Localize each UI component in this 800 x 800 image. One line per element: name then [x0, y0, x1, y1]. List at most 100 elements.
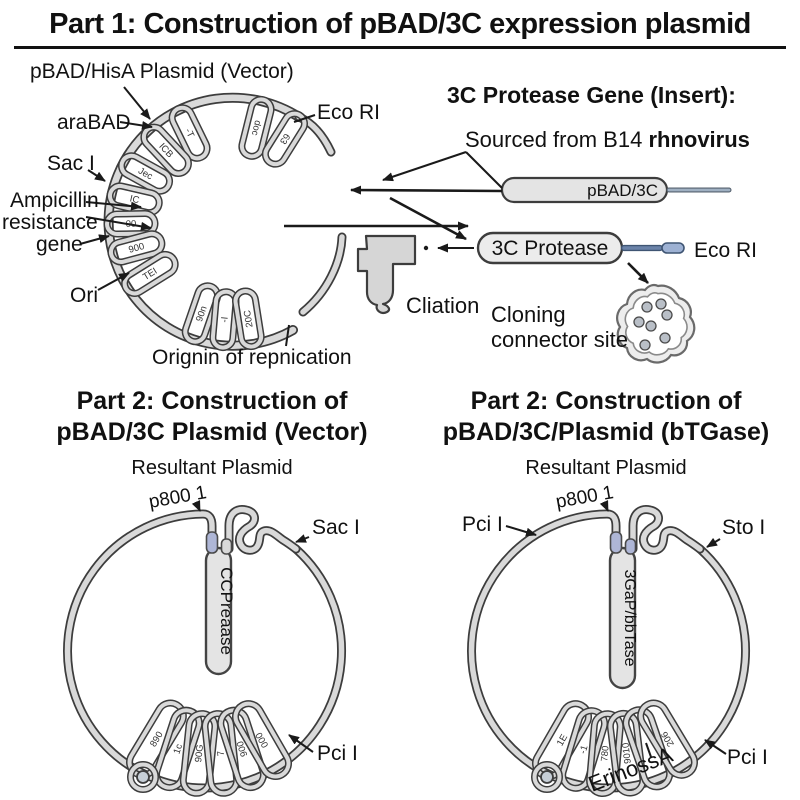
part1-plasmid-loop	[119, 153, 172, 194]
vector-plasmid-label: pBAD/HisA Plasmid (Vector)	[30, 60, 294, 83]
rod-tip	[661, 242, 685, 254]
blob-fragment-dot	[661, 309, 673, 321]
part1-plasmid-loop	[170, 105, 210, 161]
ecori-label-insert: Eco RI	[694, 239, 757, 262]
sto1-arrow	[706, 537, 721, 548]
part1-plasmid-loop	[108, 231, 164, 265]
ampicillin-label-line2: resistance	[2, 211, 98, 234]
part1-plasmid-loop-code: IC	[129, 193, 141, 206]
part2-left-plasmid-loop-code: 90G	[193, 744, 206, 763]
part1-title: Part 1: Construction of pBAD/3C expressi…	[14, 8, 786, 49]
part2-left-plasmid-insert-capsule	[204, 546, 233, 676]
insert-capsule-text-left: CCPreaase	[217, 567, 236, 655]
part2-left-plasmid-loop	[233, 701, 291, 779]
part2-left-heading: Part 2: Construction of pBAD/3C Plasmid …	[18, 386, 406, 481]
part1-plasmid-loop-code: doc	[249, 119, 263, 137]
ecori-label-part1: Eco RI	[317, 101, 380, 124]
sac1-label-part2: Sac I	[312, 516, 360, 539]
part2-right-heading-line1: Part 2: Construction of	[470, 387, 742, 415]
part2-left-plasmid-site-loop	[226, 506, 299, 553]
sto1-label: Sto I	[722, 516, 765, 539]
part1-plasmid-loop	[239, 97, 274, 159]
pci1-label-right-bottom: Pci I	[727, 746, 768, 769]
part2-left-plasmid-connector-nub	[205, 531, 219, 554]
sac1-arrow	[87, 169, 106, 182]
blob-fragment-dot	[659, 332, 671, 344]
insert-source-label: Sourced from B14 rhnovirus	[465, 127, 750, 152]
diagram-shapes: doc63-TICBJecIC00900TEI90n-I20C8901c90G7…	[63, 86, 751, 798]
part1-plasmid-loop-code: 90n	[194, 305, 210, 324]
ori-arrow	[97, 272, 130, 291]
source-leader-right	[465, 151, 503, 189]
part2-left-plasmid-loop-code: 1c	[172, 742, 186, 755]
cloning-site-label-line1: Cloning	[491, 302, 566, 327]
part1-plasmid-loop-code: 20C	[242, 309, 256, 328]
part2-right-plasmid-loop-code: -1	[578, 744, 591, 755]
part1-plasmid-loop	[122, 252, 178, 296]
part2-right-plasmid-loop	[624, 707, 672, 789]
cloning-site-label-line2: connector site	[491, 327, 628, 352]
part1-plasmid-loop	[233, 289, 264, 349]
ligation-piece	[356, 234, 417, 314]
part1-plasmid-loop-code: 63	[277, 131, 292, 146]
part2-left-plasmid-loop-code: 7	[216, 750, 227, 756]
insert-source-prefix: Sourced from B14	[465, 127, 648, 152]
arabad-arrow	[119, 121, 153, 130]
part2-left-heading-line2: pBAD/3C Plasmid (Vector)	[56, 418, 368, 447]
part1-plasmid-loop	[183, 283, 220, 344]
ampicillin-arrow-2	[85, 216, 152, 231]
diagonal-arrow	[389, 196, 467, 241]
part2-left-plasmid-ring	[64, 511, 345, 791]
part2-right-plasmid-loop-code: 1E	[555, 733, 570, 749]
insert-capsule-text-right: 3GaP/bbTase	[621, 570, 638, 667]
part2-right-plasmid-loop	[608, 711, 645, 796]
origin-leader	[285, 324, 290, 347]
pci1-label-right-top: Pci I	[462, 513, 503, 536]
part2-left-plasmid-loop	[181, 711, 217, 796]
part2-right-plasmid-terminator-ring	[540, 770, 554, 784]
origin-of-replication-label: Orignin of repnication	[152, 346, 352, 369]
digest-arrow-left	[350, 185, 503, 195]
to-blob-arrow	[627, 262, 649, 284]
pci1-label-left-plasmid: Pci I	[317, 742, 358, 765]
pci1-arrow-right-top	[505, 525, 537, 537]
part1-plasmid-loop	[105, 211, 158, 237]
part2-right-plasmid-ring	[468, 511, 749, 791]
part2-right-plasmid-loop	[638, 701, 697, 778]
blob-fragment-dot	[655, 298, 667, 310]
ampicillin-label-line3: gene	[36, 233, 83, 256]
part2-right-heading-line2: pBAD/3C/Plasmid (bTGase)	[442, 418, 770, 447]
part2-left-subtitle: Resultant Plasmid	[131, 456, 293, 479]
ori-label: Ori	[70, 284, 98, 307]
arabad-label: araBAD	[57, 111, 131, 134]
part2-left-plasmid-terminator-ring	[128, 762, 158, 792]
part2-right-plasmid-insert-capsule	[608, 546, 637, 690]
part2-right-plasmid-connector-nub	[624, 538, 637, 555]
part2-left-plasmid-terminator-ring	[136, 770, 150, 784]
sac1-arrow-part2	[295, 534, 310, 543]
pci1-arrow-left-plasmid	[288, 734, 314, 753]
part1-ring-cut-tail-bottom	[300, 234, 345, 315]
blob-fragment-dot	[645, 320, 657, 332]
part2-left-plasmid-loop	[203, 711, 239, 796]
part2-right-plasmid-terminator-ring	[532, 762, 562, 792]
insert-source-emphasis: rhnovirus	[648, 127, 749, 152]
part2-left-plasmid-loop	[218, 708, 266, 790]
part2-right-plasmid-loop	[560, 708, 607, 791]
ecori-leader-part1	[293, 114, 316, 123]
part2-right-plasmid-connector-nub	[609, 531, 623, 554]
part2-right-subtitle: Resultant Plasmid	[525, 456, 687, 479]
part2-left-plasmid-connector-nub	[220, 538, 233, 555]
part2-right-plasmid-site-loop	[630, 506, 703, 553]
part2-right-heading: Part 2: Construction of pBAD/3C/Plasmid …	[418, 386, 794, 481]
promoter-tick-left	[191, 500, 201, 512]
ampicillin-arrow-1	[85, 201, 142, 211]
insert-heading: 3C Protease Gene (Insert):	[447, 82, 736, 108]
blob-fragment-dot	[639, 339, 651, 351]
part2-left-plasmid-loop	[154, 708, 202, 790]
source-arrow-left	[382, 151, 467, 182]
blob-fragment-dot	[633, 316, 645, 328]
part1-ring-cut-tail-bottom	[298, 232, 347, 317]
part1-plasmid-loop	[263, 111, 307, 167]
